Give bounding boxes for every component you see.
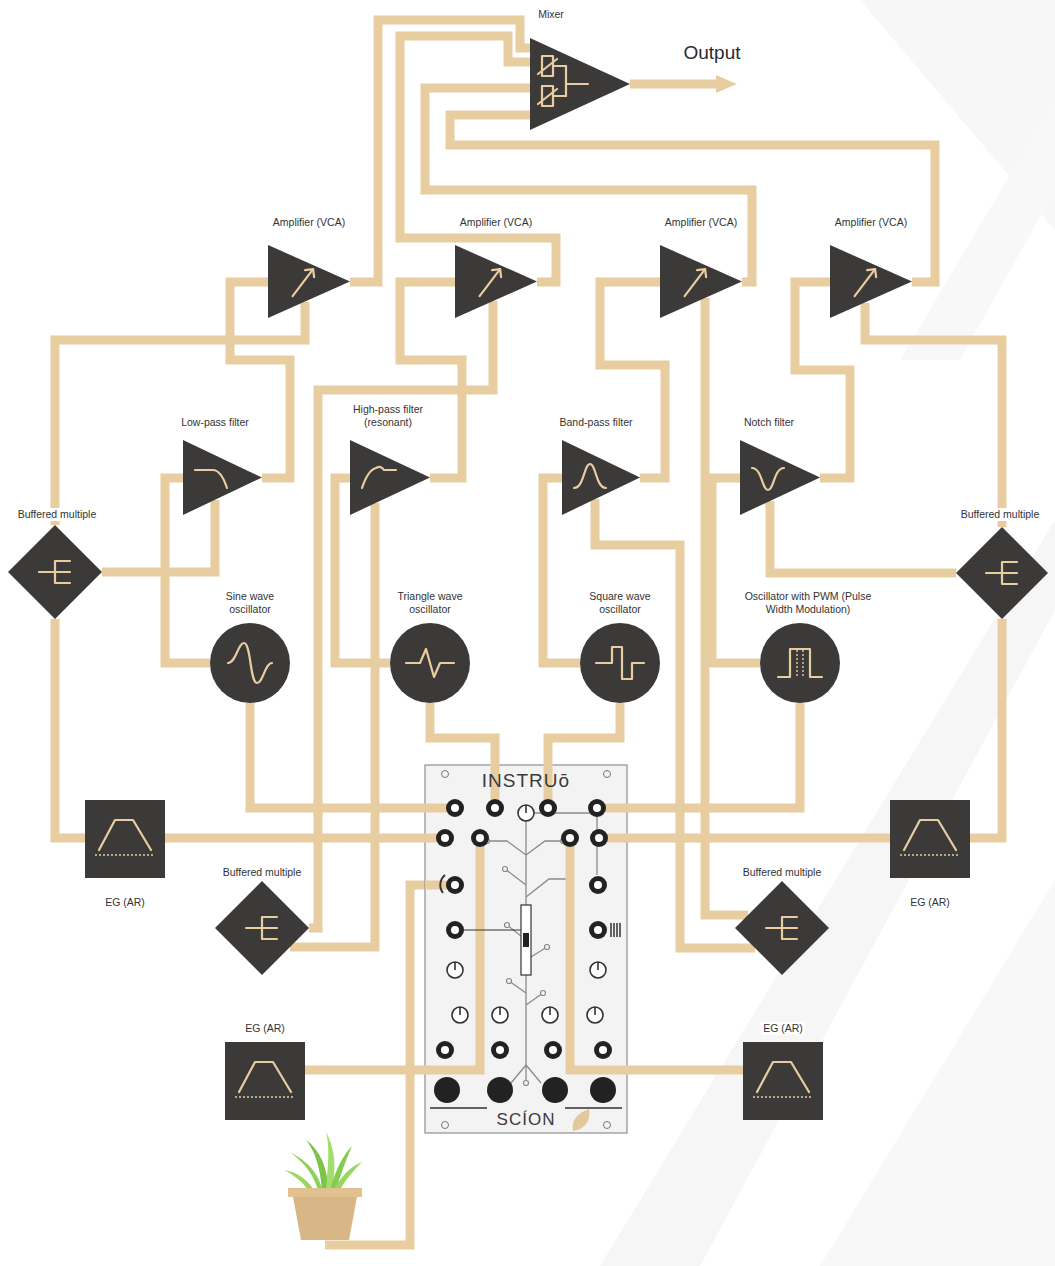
- filter-symbol: Notch filter: [740, 440, 820, 515]
- patch-cable: [970, 619, 1002, 838]
- node-label: Buffered multiple: [959, 508, 1042, 521]
- node-label: Square wave oscillator: [580, 590, 660, 615]
- node-label: EG (AR): [761, 1022, 805, 1035]
- vca-symbol-shape: [268, 245, 350, 318]
- vca-symbol: Amplifier (VCA): [455, 245, 537, 318]
- envelope-box: EG (AR): [743, 1042, 823, 1120]
- envelope-box: EG (AR): [85, 800, 165, 878]
- node-label: Buffered multiple: [221, 866, 304, 879]
- vca-symbol: Amplifier (VCA): [268, 245, 350, 318]
- plant-illustration: [284, 1132, 362, 1240]
- node-label: Amplifier (VCA): [663, 216, 739, 229]
- node-label: Oscillator with PWM (Pulse Width Modulat…: [742, 590, 874, 615]
- multiple-diamond-shape: [956, 527, 1048, 619]
- buttons: [434, 1077, 616, 1103]
- multiple-diamond: Buffered multiple: [735, 881, 829, 975]
- multiple-diamond-shape: [8, 525, 102, 619]
- slider: [464, 905, 531, 975]
- mixer-symbol-shape: [530, 38, 630, 130]
- node-label: EG (AR): [103, 896, 147, 909]
- patch-cable: [55, 302, 305, 525]
- filter-symbol-shape: [740, 440, 820, 515]
- patch-cable: [102, 500, 215, 572]
- envelope-box: EG (AR): [225, 1042, 305, 1120]
- envelope-box-shape: [743, 1042, 823, 1120]
- node-label: Buffered multiple: [16, 508, 99, 521]
- node-label: Notch filter: [742, 416, 796, 429]
- oscillator-circle: Square wave oscillator: [580, 623, 660, 703]
- node-label: Mixer: [536, 8, 566, 21]
- patch-cable: [627, 1066, 743, 1075]
- multiple-diamond: Buffered multiple: [215, 881, 309, 975]
- patch-cable: [305, 1066, 425, 1075]
- oscillator-circle-shape: [210, 623, 290, 703]
- leaf-logo: [573, 1109, 590, 1131]
- multiple-diamond-shape: [215, 881, 309, 975]
- filter-symbol: Band-pass filter: [562, 440, 640, 515]
- vca-symbol-shape: [830, 245, 912, 318]
- patch-cable: [250, 703, 425, 808]
- mixer-symbol: Mixer: [530, 38, 630, 130]
- oscillator-circle: Oscillator with PWM (Pulse Width Modulat…: [760, 623, 840, 703]
- patch-cable: [627, 834, 890, 843]
- oscillator-circle-shape: [580, 623, 660, 703]
- filter-symbol: Low-pass filter: [183, 440, 262, 515]
- patch-cable: [400, 282, 462, 478]
- envelope-box-shape: [225, 1042, 305, 1120]
- vca-symbol: Amplifier (VCA): [830, 245, 912, 318]
- vca-symbol-shape: [455, 245, 537, 318]
- module-panel: INSTRUōSCÍON: [425, 765, 627, 1133]
- envelope-box-shape: [890, 800, 970, 878]
- patch-cable: [350, 20, 530, 282]
- output-label: Output: [681, 42, 742, 65]
- envelope-box: EG (AR): [890, 800, 970, 878]
- oscillator-circle: Triangle wave oscillator: [390, 623, 470, 703]
- node-label: Amplifier (VCA): [271, 216, 347, 229]
- patch-cable: [595, 499, 755, 948]
- module-panel: [425, 765, 627, 1133]
- filter-symbol-shape: [562, 440, 640, 515]
- envelope-box-shape: [85, 800, 165, 878]
- patch-cable: [865, 303, 1002, 527]
- patch-cable: [600, 282, 665, 478]
- oscillator-circle-shape: [760, 623, 840, 703]
- node-label: Band-pass filter: [558, 416, 635, 429]
- patch-cable: [290, 503, 375, 947]
- node-label: Sine wave oscillator: [216, 590, 284, 615]
- node-label: Buffered multiple: [741, 866, 824, 879]
- node-label: Amplifier (VCA): [833, 216, 909, 229]
- vca-symbol-shape: [660, 245, 742, 318]
- patch-cable: [627, 703, 800, 808]
- node-label: Amplifier (VCA): [458, 216, 534, 229]
- patch-cable: [55, 619, 85, 838]
- node-label: Triangle wave oscillator: [387, 590, 473, 615]
- filter-symbol-shape: [183, 440, 262, 515]
- patch-cable: [450, 115, 935, 282]
- multiple-diamond-shape: [735, 881, 829, 975]
- node-label: EG (AR): [908, 896, 952, 909]
- filter-symbol-shape: [350, 440, 430, 515]
- patch-cable: [770, 501, 956, 573]
- filter-symbol: High-pass filter (resonant): [350, 440, 430, 515]
- patch-cable: [548, 703, 620, 765]
- node-label: High-pass filter (resonant): [340, 403, 436, 428]
- oscillator-circle: Sine wave oscillator: [210, 623, 290, 703]
- node-label: EG (AR): [243, 1022, 287, 1035]
- multiple-diamond: Buffered multiple: [956, 527, 1048, 619]
- node-label: Low-pass filter: [179, 416, 251, 429]
- patch-cable: [309, 301, 493, 928]
- brand-text: SCÍON: [497, 1110, 556, 1130]
- knobs: [447, 805, 606, 1023]
- brand-text: INSTRUō: [482, 770, 570, 793]
- output-arrow: [630, 75, 737, 93]
- vca-symbol: Amplifier (VCA): [660, 245, 742, 318]
- patch-cable: [165, 834, 425, 843]
- multiple-diamond: Buffered multiple: [8, 525, 102, 619]
- jacks: [436, 799, 620, 1059]
- patch-cable-ends: [425, 765, 627, 1070]
- oscillator-circle-shape: [390, 623, 470, 703]
- patch-cable: [430, 703, 495, 765]
